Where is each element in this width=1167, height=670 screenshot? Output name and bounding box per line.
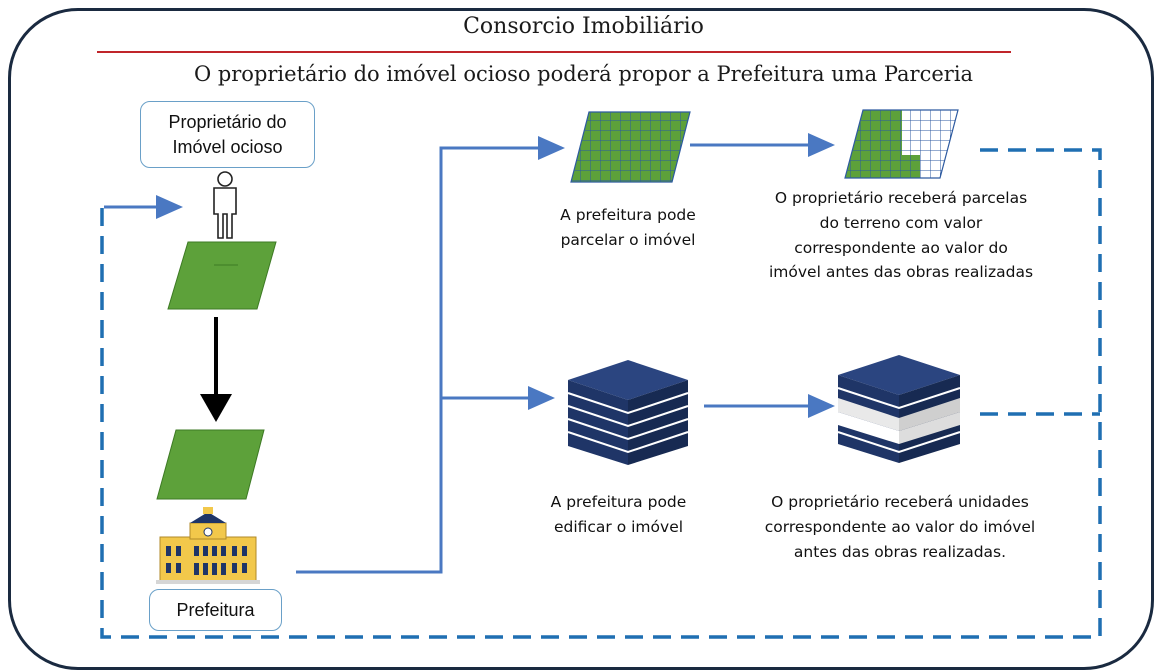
owner-label-box: Proprietário do Imóvel ocioso [140,101,315,168]
city-label: Prefeitura [176,599,255,620]
building-units-icon [837,355,961,463]
land-parcel-icon [156,429,265,500]
partial-land-icon [844,109,959,179]
land-parcel-icon [167,241,277,310]
city-hall-icon [156,507,260,584]
caption-build: A prefeitura pode edificar o imóvel [550,493,687,536]
caption-build-result: O proprietário receberá unidades corresp… [764,493,1036,561]
diagram-title: Consorcio Imobiliário [463,14,704,39]
caption-parcel-result: O proprietário receberá parcelas do terr… [768,189,1034,282]
caption-parcel: A prefeitura pode parcelar o imóvel [560,206,696,249]
person-icon [213,171,237,239]
dashed-return-path [100,148,1102,639]
flow-line-main [296,136,565,574]
owner-label: Proprietário do Imóvel ocioso [168,112,287,157]
diagram-subtitle: O proprietário do imóvel ocioso poderá p… [193,62,974,86]
city-label-box: Prefeitura [149,589,282,631]
title-rule [97,51,1011,53]
subdivided-land-icon [570,111,691,183]
building-stack-icon [567,360,689,465]
